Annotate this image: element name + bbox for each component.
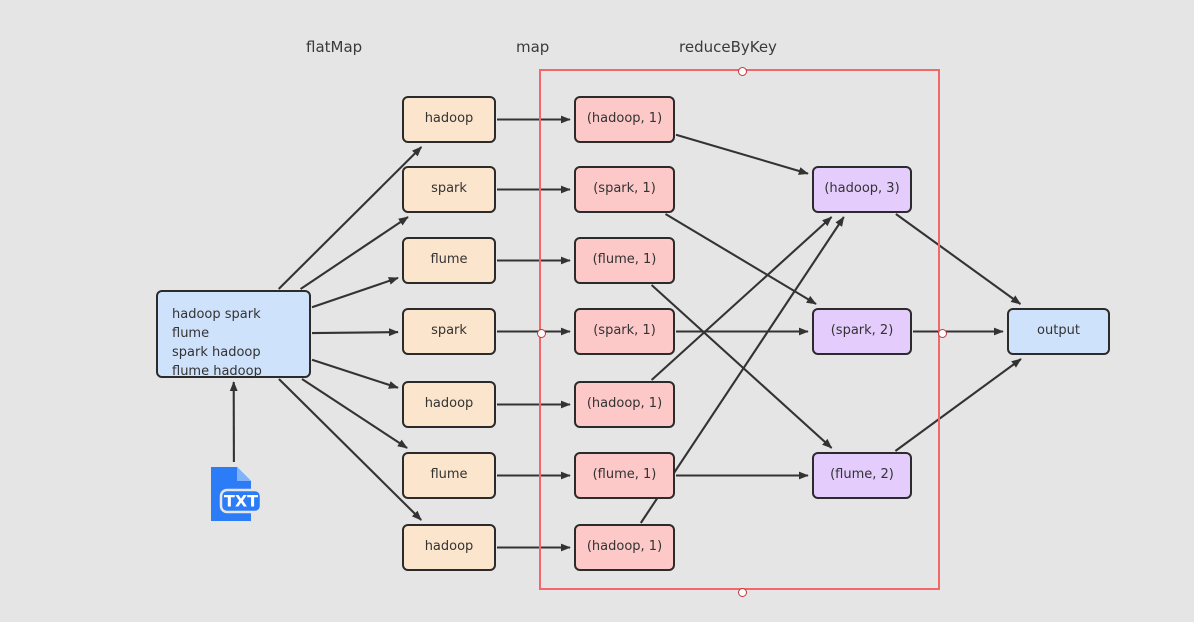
edge-6 <box>278 378 422 521</box>
map-node-2[interactable]: (flume, 1) <box>574 237 675 284</box>
reduce-node-2[interactable]: (flume, 2) <box>812 452 912 499</box>
reduce-node-label: (hadoop, 3) <box>824 181 900 197</box>
flatmap-node-1[interactable]: spark <box>402 166 496 213</box>
edge-1 <box>300 216 409 290</box>
output-node-label: output <box>1037 323 1080 339</box>
flatmap-node-label: spark <box>431 181 467 197</box>
handle-left[interactable] <box>536 328 546 338</box>
edge-4 <box>311 358 399 389</box>
txt-badge-icon <box>219 488 263 514</box>
map-node-0[interactable]: (hadoop, 1) <box>574 96 675 143</box>
map-node-3[interactable]: (spark, 1) <box>574 308 675 355</box>
flatmap-node-0[interactable]: hadoop <box>402 96 496 143</box>
reduce-node-label: (spark, 2) <box>830 323 894 339</box>
edge-0 <box>277 146 423 290</box>
map-node-label: (hadoop, 1) <box>586 111 663 127</box>
map-node-1[interactable]: (spark, 1) <box>574 166 675 213</box>
flatmap-node-5[interactable]: flume <box>402 452 496 499</box>
handle-right[interactable] <box>937 328 947 338</box>
handle-bottom[interactable] <box>737 587 747 597</box>
flatmap-node-label: hadoop <box>424 539 474 555</box>
reduce-node-1[interactable]: (spark, 2) <box>812 308 912 355</box>
map-node-5[interactable]: (flume, 1) <box>574 452 675 499</box>
file-corner-fold-icon <box>237 467 251 481</box>
stage-label-map: map <box>516 38 550 56</box>
txt-badge-label: TXT <box>224 492 258 511</box>
edge-2 <box>311 276 399 309</box>
flatmap-node-4[interactable]: hadoop <box>402 381 496 428</box>
flatmap-node-label: flume <box>430 467 468 483</box>
map-node-label: (hadoop, 1) <box>586 396 663 412</box>
map-node-label: (flume, 1) <box>592 252 657 268</box>
edge-3 <box>311 328 399 337</box>
stage-label-flatmap: flatMap <box>306 38 363 56</box>
handle-top[interactable] <box>737 66 747 76</box>
map-node-label: (spark, 1) <box>593 323 656 339</box>
reduce-node-0[interactable]: (hadoop, 3) <box>812 166 912 213</box>
map-node-label: (hadoop, 1) <box>586 539 663 555</box>
output-node[interactable]: output <box>1007 308 1110 355</box>
map-node-label: (spark, 1) <box>593 181 656 197</box>
map-node-label: (flume, 1) <box>592 467 657 483</box>
map-node-6[interactable]: (hadoop, 1) <box>574 524 675 571</box>
flatmap-node-label: hadoop <box>424 111 474 127</box>
flatmap-node-6[interactable]: hadoop <box>402 524 496 571</box>
reduce-node-label: (flume, 2) <box>830 467 894 483</box>
flatmap-node-label: hadoop <box>424 396 474 412</box>
stage-label-reducebykey: reduceByKey <box>679 38 777 56</box>
flatmap-node-label: spark <box>431 323 467 339</box>
flatmap-node-2[interactable]: flume <box>402 237 496 284</box>
source-text-node[interactable]: hadoop spark flume spark hadoop flume ha… <box>156 290 311 379</box>
flatmap-node-label: flume <box>430 252 468 268</box>
flatmap-node-3[interactable]: spark <box>402 308 496 355</box>
reduce-by-key-selection-frame[interactable] <box>536 66 947 597</box>
edge-5 <box>301 378 408 449</box>
map-node-4[interactable]: (hadoop, 1) <box>574 381 675 428</box>
txt-file-icon[interactable]: TXT <box>203 463 265 529</box>
